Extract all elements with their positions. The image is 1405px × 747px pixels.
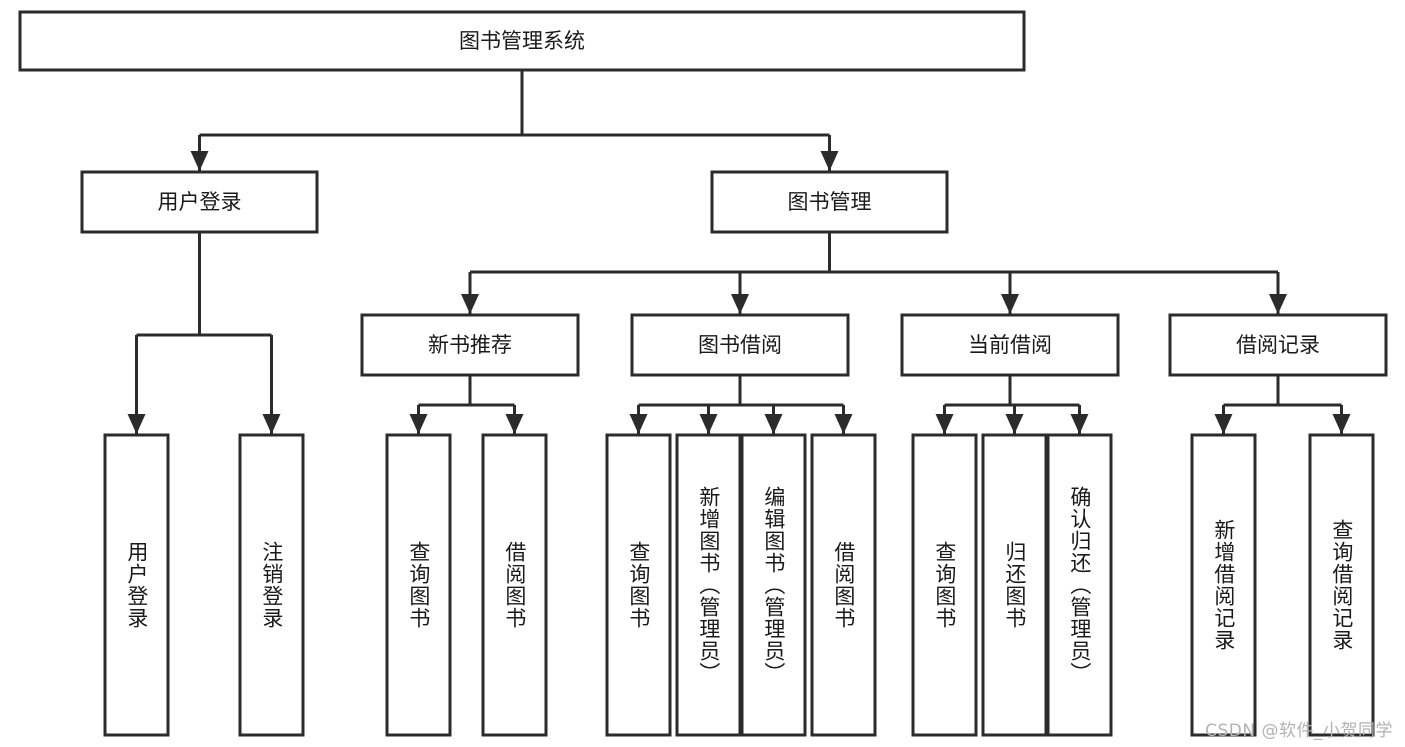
node-label: 借阅记录 <box>1236 333 1320 357</box>
node-level2[interactable] <box>710 170 949 234</box>
node-leaf[interactable] <box>911 433 978 737</box>
node-leaf[interactable] <box>810 433 877 737</box>
node-level3[interactable] <box>360 313 580 377</box>
node-label: 图书借阅 <box>698 333 782 357</box>
arrow-head-icon <box>1001 294 1019 314</box>
node-level3[interactable] <box>900 313 1120 377</box>
arrow-head-icon <box>935 414 954 434</box>
arrow-head-icon <box>409 414 428 434</box>
arrow-head-icon <box>820 151 839 171</box>
node-leaf[interactable] <box>385 433 452 737</box>
node-leaf[interactable] <box>1046 433 1113 737</box>
node-label: 用户登录 <box>158 190 242 214</box>
node-level3[interactable] <box>1168 313 1388 377</box>
node-label: 当前借阅 <box>968 333 1052 357</box>
arrow-head-icon <box>1214 414 1233 434</box>
arrow-head-icon <box>190 151 209 171</box>
node-leaf[interactable] <box>1190 433 1257 737</box>
arrow-head-icon <box>127 414 146 434</box>
arrow-head-icon <box>262 414 281 434</box>
arrow-head-icon <box>1332 414 1351 434</box>
node-leaf[interactable] <box>103 433 170 737</box>
node-label: 图书管理系统 <box>459 29 585 53</box>
watermark-text: CSDN @软件_小贺同学 <box>1205 721 1393 741</box>
node-leaf[interactable] <box>238 433 305 737</box>
edges-layer <box>127 70 1351 434</box>
node-leaf[interactable] <box>1308 433 1375 737</box>
node-root[interactable] <box>18 10 1026 72</box>
arrow-head-icon <box>731 294 749 314</box>
node-label: 图书管理 <box>788 190 872 214</box>
node-leaf[interactable] <box>605 433 672 737</box>
node-leaf[interactable] <box>675 433 742 737</box>
node-level3[interactable] <box>630 313 850 377</box>
node-label: 新书推荐 <box>428 333 512 357</box>
arrow-head-icon <box>505 414 524 434</box>
node-level2[interactable] <box>80 170 319 234</box>
node-leaf[interactable] <box>481 433 548 737</box>
arrow-head-icon <box>834 414 853 434</box>
arrow-head-icon <box>461 294 479 314</box>
arrow-head-icon <box>764 414 783 434</box>
arrow-head-icon <box>629 414 648 434</box>
arrow-head-icon <box>699 414 718 434</box>
arrow-head-icon <box>1070 414 1089 434</box>
node-leaf[interactable] <box>740 433 807 737</box>
arrow-head-icon <box>1005 414 1024 434</box>
arrow-head-icon <box>1269 294 1287 314</box>
node-leaf[interactable] <box>981 433 1048 737</box>
